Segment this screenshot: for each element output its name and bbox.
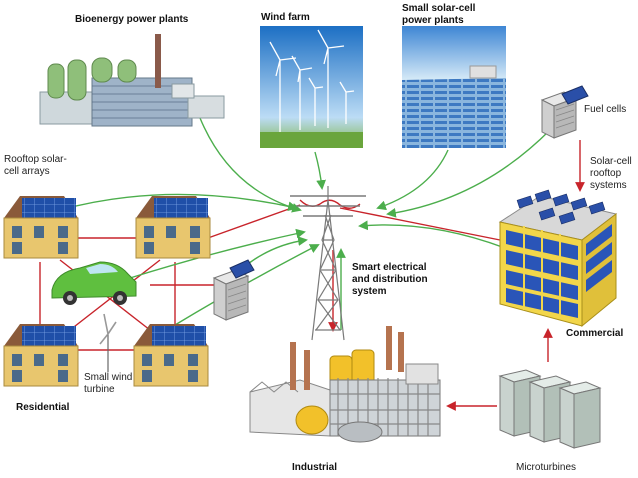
house-top-middle (135, 196, 211, 259)
label-fuel-cells: Fuel cells (584, 104, 627, 115)
green-arrow-fuelcells (386, 129, 551, 218)
label-smart-grid: Smart electrical and distribution system (352, 262, 428, 297)
green-arrow-rooftop (59, 193, 298, 212)
label-wind-farm: Wind farm (261, 12, 310, 23)
wind-farm-photo (260, 26, 363, 148)
green-arrow-bioenergy (199, 117, 302, 213)
bioenergy-plant (39, 34, 225, 127)
house-top-left (3, 196, 79, 259)
solar-plant-photo (402, 26, 506, 148)
label-commercial: Commercial (566, 328, 624, 339)
electric-car (51, 261, 137, 305)
green-arrow-car (129, 228, 306, 279)
fuel-cell-unit-top (540, 85, 589, 139)
label-rooftop-systems: Solar-cell rooftop systems (590, 156, 632, 191)
red-line-tower-commercial (339, 207, 501, 241)
house-bottom-left (3, 324, 79, 387)
industrial-complex (249, 326, 441, 443)
label-small-wind: Small wind turbine (84, 372, 133, 395)
commercial-building (498, 189, 618, 328)
red-line-house2-tower (207, 204, 301, 239)
label-microturbines: Microturbines (516, 462, 577, 473)
label-bioenergy: Bioenergy power plants (75, 14, 189, 25)
microturbines (498, 369, 602, 449)
green-arrow-solarplants (376, 149, 449, 211)
red-line-tower-catenary (299, 199, 361, 209)
house-bottom-middle (133, 324, 209, 387)
green-arrow-windfarm (314, 151, 327, 190)
label-industrial: Industrial (292, 462, 338, 473)
transmission-tower (290, 186, 366, 341)
supply-lines (59, 117, 551, 330)
label-residential: Residential (16, 402, 70, 413)
green-arrow-commercial (358, 220, 506, 249)
small-wind-turbine (99, 313, 117, 372)
label-solar-plants: Small solar-cell power plants (402, 3, 476, 26)
fuel-cell-unit-middle (212, 259, 255, 321)
label-rooftop-arrays: Rooftop solar- cell arrays (4, 154, 67, 177)
